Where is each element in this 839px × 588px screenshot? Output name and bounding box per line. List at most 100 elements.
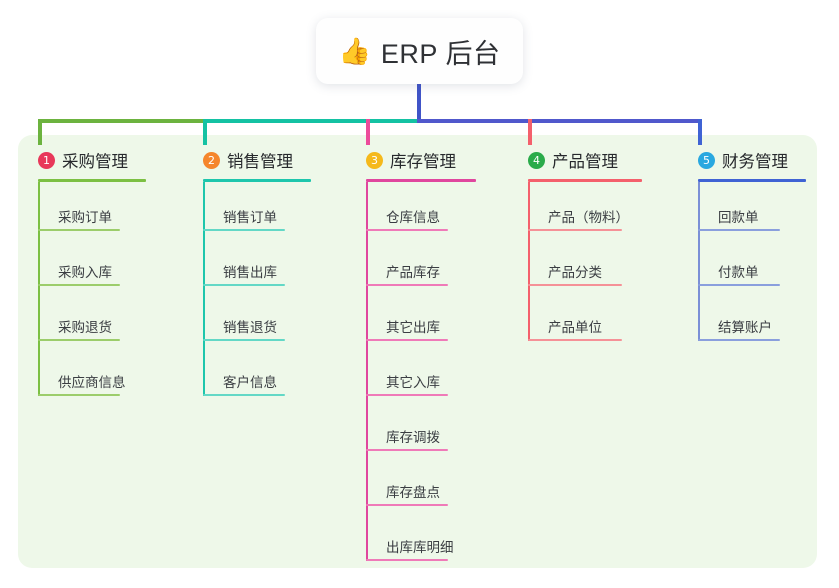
category-title: 采购管理 xyxy=(62,153,128,171)
category-header-5[interactable]: 5 财务管理 xyxy=(698,147,806,173)
connector-drop-5 xyxy=(698,119,702,145)
leaf-item[interactable]: 供应商信息 xyxy=(38,347,146,402)
leaf-spine xyxy=(698,182,700,341)
leaf-item-label: 付款单 xyxy=(718,265,759,280)
content-panel xyxy=(18,135,817,568)
leaf-item-label: 产品单位 xyxy=(548,320,602,335)
thumbs-up-icon: 👍 xyxy=(338,36,371,66)
leaf-item-underline xyxy=(698,284,780,286)
leaf-item-label: 回款单 xyxy=(718,210,759,225)
leaf-item-label: 产品库存 xyxy=(386,265,440,280)
leaf-item[interactable]: 产品分类 xyxy=(528,237,642,292)
category-number-badge: 5 xyxy=(698,151,715,169)
leaf-item-underline xyxy=(366,559,448,561)
category-column-4: 4 产品管理产品（物料） 产品分类产品单位 xyxy=(528,147,642,347)
leaf-item[interactable]: 回款单 xyxy=(698,182,806,237)
leaf-item-underline xyxy=(366,229,448,231)
leaf-item[interactable]: 库存调拨 xyxy=(366,402,476,457)
connector-drop-1 xyxy=(38,119,42,145)
leaf-item-underline xyxy=(366,504,448,506)
leaf-item-underline xyxy=(698,229,780,231)
leaf-spine xyxy=(203,182,205,396)
leaf-spine xyxy=(366,182,368,561)
category-column-5: 5 财务管理回款单付款单结算账户 xyxy=(698,147,806,347)
leaf-item-underline xyxy=(38,229,120,231)
leaf-item[interactable]: 其它入库 xyxy=(366,347,476,402)
leaf-spine xyxy=(528,182,530,341)
category-title: 产品管理 xyxy=(552,153,618,171)
leaf-item-underline xyxy=(38,284,120,286)
leaf-item-underline xyxy=(528,284,622,286)
leaf-item-label: 出库库明细 xyxy=(386,540,454,555)
leaf-item-label: 产品（物料） xyxy=(548,210,629,225)
leaf-item[interactable]: 销售退货 xyxy=(203,292,311,347)
leaf-item[interactable]: 销售订单 xyxy=(203,182,311,237)
leaf-item[interactable]: 客户信息 xyxy=(203,347,311,402)
leaf-list: 采购订单采购入库采购退货供应商信息 xyxy=(38,182,146,402)
leaf-item-label: 其它出库 xyxy=(386,320,440,335)
leaf-list: 产品（物料） 产品分类产品单位 xyxy=(528,182,642,347)
leaf-item-label: 其它入库 xyxy=(386,375,440,390)
leaf-item[interactable]: 采购入库 xyxy=(38,237,146,292)
leaf-item-underline xyxy=(203,284,285,286)
category-underline xyxy=(698,179,806,182)
leaf-item-label: 销售出库 xyxy=(223,265,277,280)
leaf-item-label: 销售订单 xyxy=(223,210,277,225)
leaf-item-underline xyxy=(366,284,448,286)
leaf-item[interactable]: 结算账户 xyxy=(698,292,806,347)
category-header-4[interactable]: 4 产品管理 xyxy=(528,147,642,173)
leaf-item-label: 库存调拨 xyxy=(386,430,440,445)
leaf-item-underline xyxy=(203,339,285,341)
leaf-item-label: 供应商信息 xyxy=(58,375,126,390)
leaf-item[interactable]: 产品（物料） xyxy=(528,182,642,237)
leaf-item-label: 采购订单 xyxy=(58,210,112,225)
category-number-badge: 4 xyxy=(528,151,545,169)
leaf-item[interactable]: 其它出库 xyxy=(366,292,476,347)
leaf-item[interactable]: 产品库存 xyxy=(366,237,476,292)
category-underline xyxy=(528,179,642,182)
category-underline xyxy=(38,179,146,182)
leaf-item-label: 销售退货 xyxy=(223,320,277,335)
leaf-list: 回款单付款单结算账户 xyxy=(698,182,806,347)
connector-drop-2 xyxy=(203,119,207,145)
leaf-item[interactable]: 采购订单 xyxy=(38,182,146,237)
leaf-item-underline xyxy=(366,339,448,341)
leaf-item[interactable]: 采购退货 xyxy=(38,292,146,347)
leaf-item-underline xyxy=(366,449,448,451)
connector-drop-4 xyxy=(528,119,532,145)
connector-drop-3 xyxy=(366,119,370,145)
category-underline xyxy=(203,179,311,182)
leaf-item-underline xyxy=(366,394,448,396)
leaf-item[interactable]: 仓库信息 xyxy=(366,182,476,237)
category-title: 财务管理 xyxy=(722,153,788,171)
leaf-item-underline xyxy=(38,394,120,396)
leaf-item-label: 产品分类 xyxy=(548,265,602,280)
leaf-item-label: 采购入库 xyxy=(58,265,112,280)
leaf-item-underline xyxy=(528,229,622,231)
category-underline xyxy=(366,179,476,182)
leaf-item-label: 仓库信息 xyxy=(386,210,440,225)
leaf-item[interactable]: 库存盘点 xyxy=(366,457,476,512)
leaf-item[interactable]: 产品单位 xyxy=(528,292,642,347)
leaf-item-underline xyxy=(528,339,622,341)
leaf-item[interactable]: 付款单 xyxy=(698,237,806,292)
leaf-spine xyxy=(38,182,40,396)
leaf-item-label: 采购退货 xyxy=(58,320,112,335)
leaf-item[interactable]: 出库库明细 xyxy=(366,512,476,567)
root-node-title: ERP 后台 xyxy=(380,38,501,69)
leaf-item-label: 库存盘点 xyxy=(386,485,440,500)
leaf-list: 仓库信息产品库存其它出库其它入库库存调拨库存盘点出库库明细 xyxy=(366,182,476,567)
root-node-card[interactable]: 👍 ERP 后台 xyxy=(316,18,523,84)
category-title: 销售管理 xyxy=(227,153,293,171)
leaf-item-underline xyxy=(698,339,780,341)
leaf-item[interactable]: 销售出库 xyxy=(203,237,311,292)
leaf-item-label: 结算账户 xyxy=(718,320,772,335)
leaf-item-underline xyxy=(203,229,285,231)
